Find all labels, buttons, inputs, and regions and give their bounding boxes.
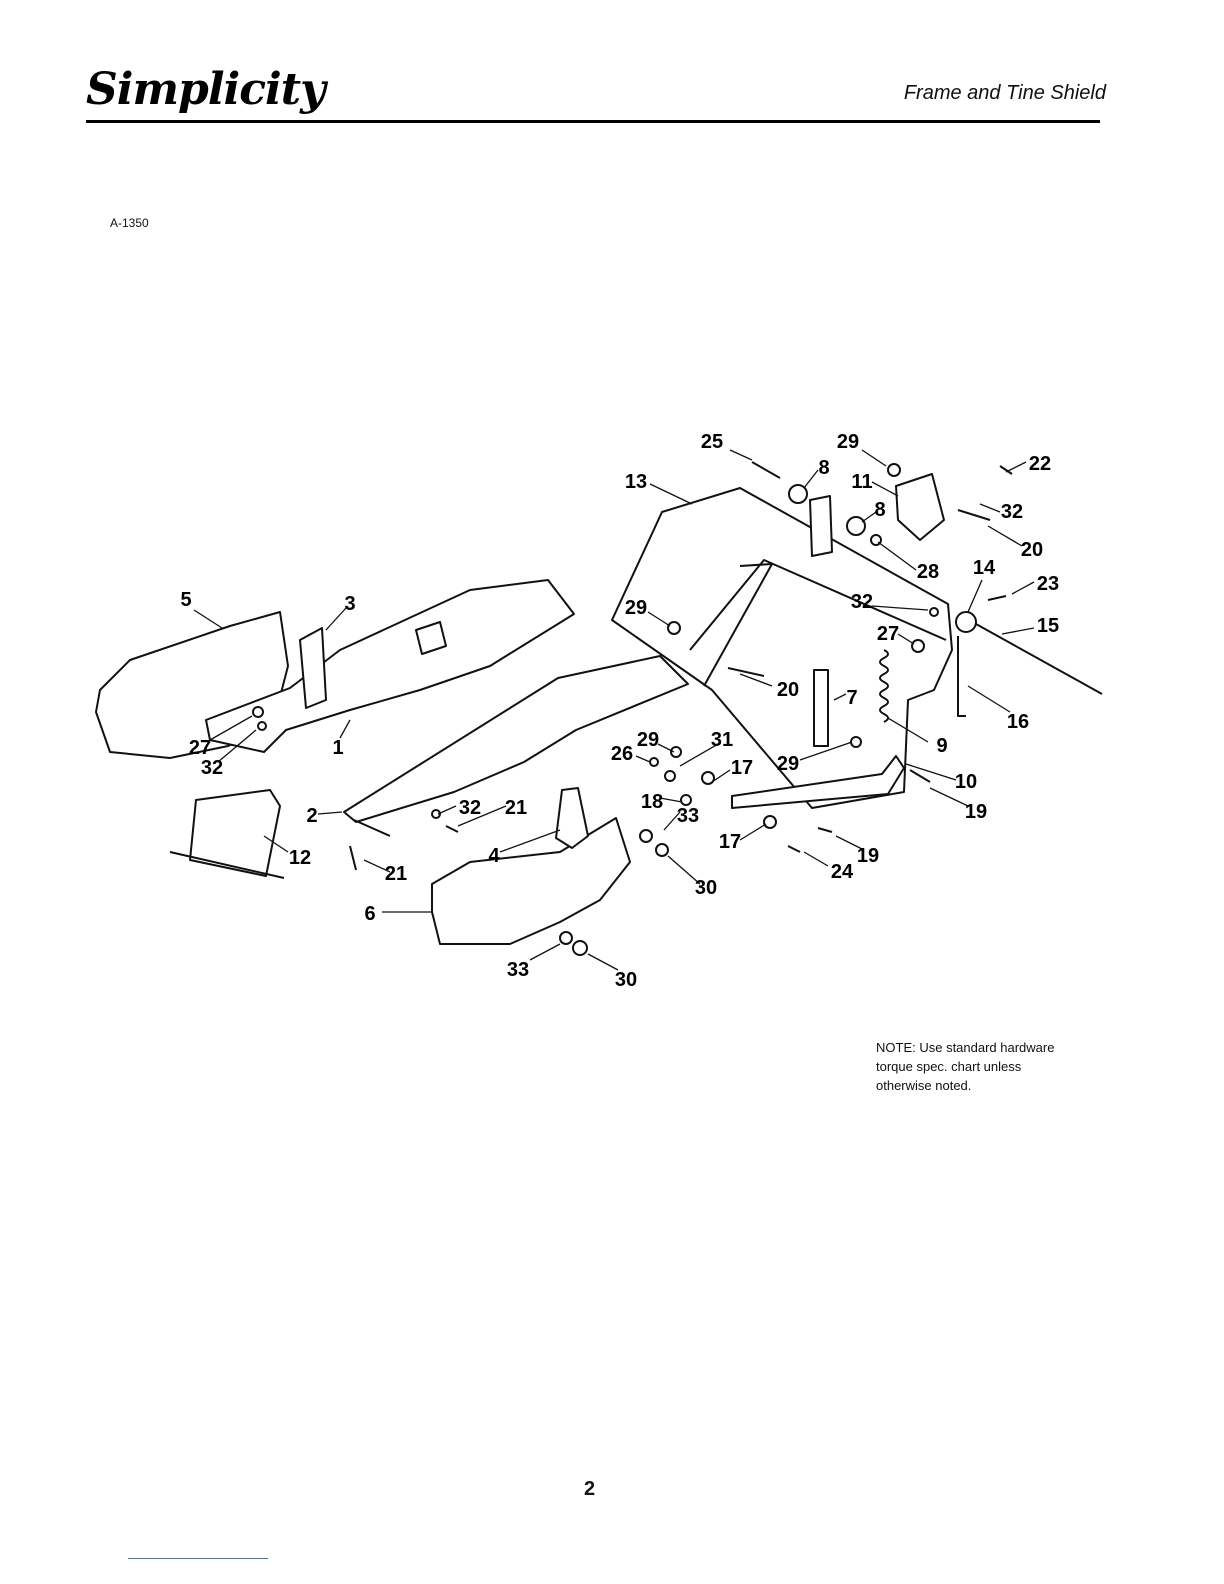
vertical-rod-part	[958, 636, 966, 716]
callout-19: 19	[965, 801, 987, 823]
knob-part	[956, 612, 976, 632]
callout-4: 4	[488, 845, 500, 867]
plate-part	[814, 670, 828, 746]
footer-rule	[128, 1558, 268, 1559]
callout-32: 32	[459, 797, 481, 819]
callout-6: 6	[364, 903, 375, 925]
callout-10: 10	[955, 771, 977, 793]
callout-5: 5	[180, 589, 191, 611]
callout-17: 17	[731, 757, 753, 779]
callout-2: 2	[306, 805, 317, 827]
callout-20: 20	[777, 679, 799, 701]
callout-9: 9	[936, 735, 947, 757]
callout-28: 28	[917, 561, 939, 583]
callout-30: 30	[615, 969, 637, 991]
callout-29: 29	[625, 597, 647, 619]
callout-18: 18	[641, 791, 663, 813]
callout-21: 21	[385, 863, 407, 885]
rear-weight	[432, 818, 630, 944]
callout-8: 8	[818, 457, 829, 479]
callout-30: 30	[695, 877, 717, 899]
callout-32: 32	[851, 591, 873, 613]
exploded-parts-diagram: 25 29 8 22 13 11 8 32 20 28 14 23 5 3 29…	[0, 400, 1224, 1020]
tine-shield-bracket	[896, 474, 944, 540]
callout-17: 17	[719, 831, 741, 853]
callout-32: 32	[201, 757, 223, 779]
header-rule	[86, 120, 1100, 123]
callout-24: 24	[831, 861, 854, 883]
callout-22: 22	[1029, 453, 1051, 475]
callout-29: 29	[777, 753, 799, 775]
callout-27: 27	[189, 737, 211, 759]
section-title: Frame and Tine Shield	[904, 82, 1106, 105]
callout-21: 21	[505, 797, 527, 819]
callout-7: 7	[846, 687, 857, 709]
brand-logo: Simplicity	[86, 64, 325, 115]
callout-33: 33	[507, 959, 529, 981]
callout-32: 32	[1001, 501, 1023, 523]
callout-29: 29	[837, 431, 859, 453]
callout-29: 29	[637, 729, 659, 751]
callout-33: 33	[677, 805, 699, 827]
callout-13: 13	[625, 471, 647, 493]
page-number: 2	[584, 1478, 595, 1501]
callout-25: 25	[701, 431, 723, 453]
callout-12: 12	[289, 847, 311, 869]
callout-16: 16	[1007, 711, 1029, 733]
handle-plate	[556, 788, 588, 848]
callout-3: 3	[344, 593, 355, 615]
callout-8: 8	[874, 499, 885, 521]
callout-20: 20	[1021, 539, 1043, 561]
figure-id: A-1350	[110, 216, 149, 230]
callout-26: 26	[611, 743, 633, 765]
callout-19: 19	[857, 845, 879, 867]
callout-31: 31	[711, 729, 733, 751]
hardware-note: NOTE: Use standard hardware torque spec.…	[876, 1038, 1116, 1095]
lower-bracket	[190, 790, 280, 876]
callout-14: 14	[973, 557, 996, 579]
callout-1: 1	[332, 737, 343, 759]
callout-15: 15	[1037, 615, 1059, 637]
callout-11: 11	[851, 471, 872, 493]
callout-27: 27	[877, 623, 899, 645]
callout-23: 23	[1037, 573, 1059, 595]
